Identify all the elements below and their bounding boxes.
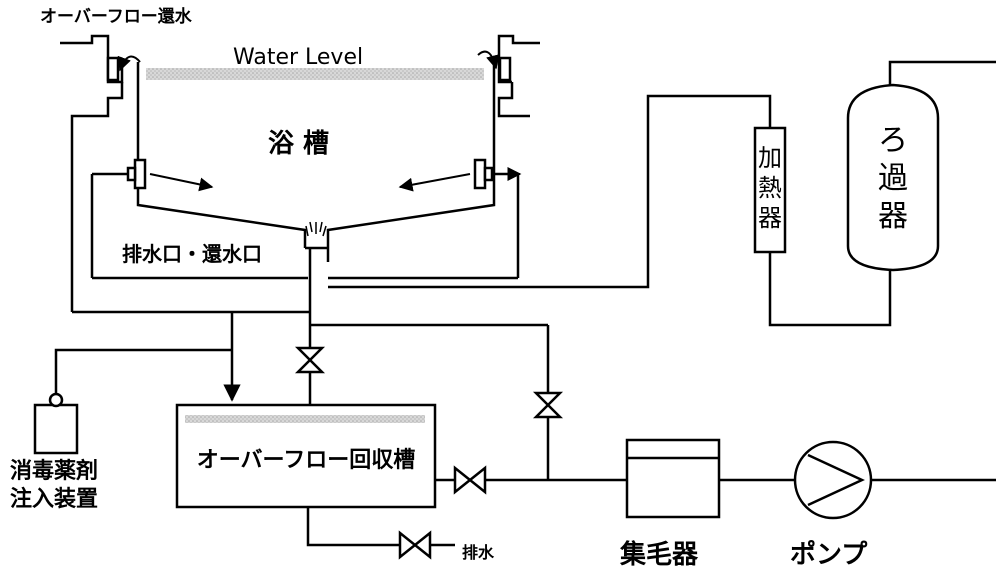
label-heater-3: 器 [758,204,782,232]
bathtub [136,62,496,250]
heater-feed-line [328,94,772,289]
flow-arrow-left [149,173,214,192]
valve-bypass [532,391,564,419]
label-overflow-return: オーバーフロー還水 [40,6,193,27]
overflow-arrow-left [117,55,141,72]
label-drain: 排水 [462,543,495,562]
pump [793,440,873,520]
filter-vessel [846,83,940,272]
label-bathtub: 浴 槽 [268,129,329,159]
label-filter-1: ろ [878,123,908,158]
flow-arrow-right [398,173,471,192]
splash-icon [305,221,327,237]
label-disinfectant-2: 注入装置 [10,486,98,512]
label-filter-3: 器 [878,199,908,234]
overflow-tank-water [185,415,425,423]
overflow-arrow-right [477,50,500,70]
hair-catcher [625,438,721,519]
label-hair-catcher: 集毛器 [619,539,699,570]
valve-drain [398,530,432,560]
label-filter-2: 過 [878,161,908,196]
valve-tank-outlet [453,465,487,495]
heater-filter-line [768,252,892,327]
heater [753,126,787,254]
inlet-right [473,158,520,278]
label-overflow-tank: オーバーフロー回収槽 [197,448,415,473]
label-heater-1: 加 [758,144,782,172]
label-pump: ポンプ [790,539,868,570]
label-drain-return-port: 排水口・還水口 [122,242,262,266]
label-heater-2: 熱 [758,174,782,202]
water-surface [146,68,484,80]
disinfectant-injector [33,312,241,455]
valve-drain-line [294,346,326,374]
overflow-gutter-left [60,34,124,312]
label-water-level: Water Level [233,45,363,70]
label-disinfectant-1: 消毒薬剤 [10,458,98,484]
inlet-left [90,158,147,278]
overflow-gutter-right [497,34,540,118]
